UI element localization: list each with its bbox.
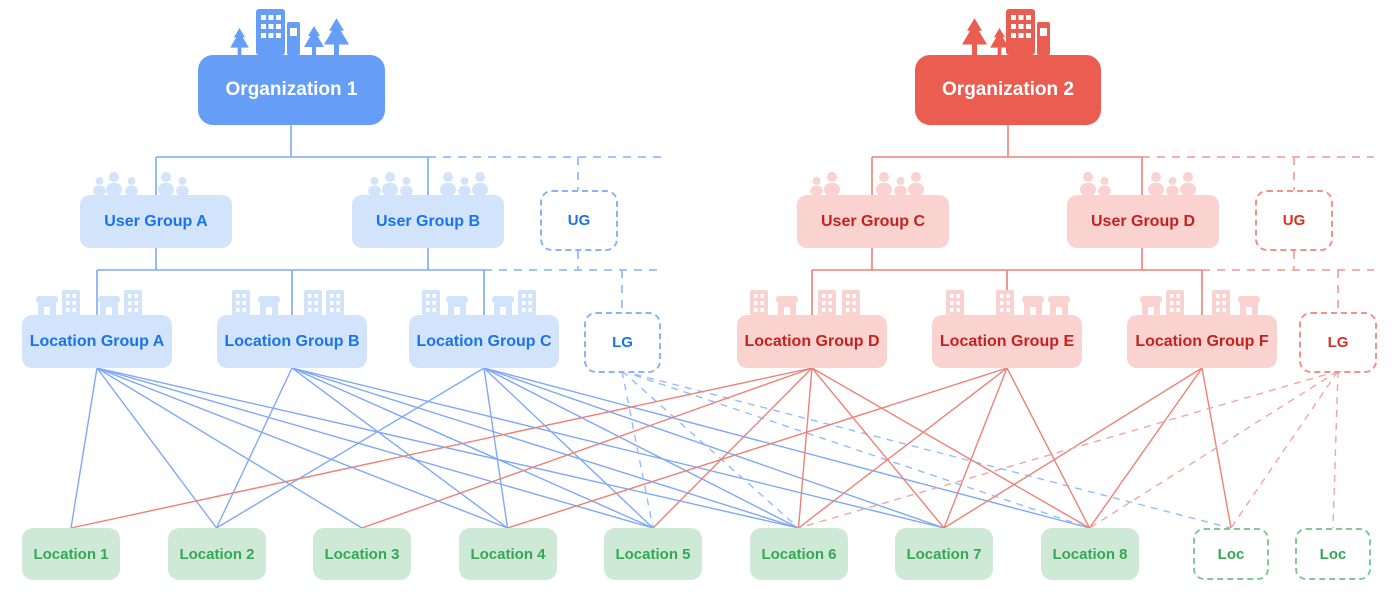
connection-lg_e-to-loc_4 xyxy=(507,367,1008,529)
connection-lg_d-to-loc_8 xyxy=(811,367,1090,529)
connection-lg_d-to-loc_5 xyxy=(652,367,813,529)
connection-lg_c-to-loc_7 xyxy=(483,367,945,529)
connection-lg_c-to-loc_8 xyxy=(483,367,1090,529)
user-group-d-box: User Group D xyxy=(1067,195,1219,248)
location-group-e-box: Location Group E xyxy=(932,315,1082,368)
connection-lg_d-to-loc_6 xyxy=(797,367,813,529)
org1-building-and-trees-icon xyxy=(230,9,349,56)
user-group-c-box: User Group C xyxy=(797,195,949,248)
location-group-d-box: Location Group D xyxy=(737,315,887,368)
location-placeholder-box-2: Loc xyxy=(1295,528,1371,580)
connection-lg_a-to-loc_5 xyxy=(96,367,654,529)
location-group-placeholder-blue-box: LG xyxy=(584,312,661,373)
location-8-box: Location 8 xyxy=(1041,528,1139,580)
location-group-placeholder-red-box: LG xyxy=(1299,312,1377,373)
connection-lg_f-to-loc_8 xyxy=(1088,367,1203,529)
organization-2-box: Organization 2 xyxy=(915,55,1101,125)
connection-lg_c-to-loc_2 xyxy=(216,367,485,529)
location-7-box: Location 7 xyxy=(895,528,993,580)
connection-lg_b-to-loc_6 xyxy=(291,367,799,529)
connection-lg_y-to-loc_x xyxy=(1230,370,1339,529)
location-group-b-storefront-icon xyxy=(232,290,344,316)
user-group-d-people-icon xyxy=(1080,172,1196,196)
location-1-box: Location 1 xyxy=(22,528,120,580)
connection-lg_y-to-loc_8 xyxy=(1089,370,1339,529)
connection-lg_b-to-loc_7 xyxy=(291,367,945,529)
connection-lg_d-to-loc_3 xyxy=(361,367,813,529)
connection-lg_x-to-loc_5 xyxy=(621,370,654,529)
connection-lg_x-to-loc_6 xyxy=(621,370,799,529)
connection-lg_e-to-loc_6 xyxy=(798,367,1008,529)
connection-lg_a-to-loc_6 xyxy=(96,367,799,529)
connection-lg_c-to-loc_4 xyxy=(483,367,509,529)
group-to-location-connections xyxy=(70,367,1339,529)
user-group-a-people-icon xyxy=(93,172,189,196)
connection-lg_y-to-loc_y xyxy=(1332,370,1339,529)
user-group-c-people-icon xyxy=(810,172,924,196)
user-group-a-box: User Group A xyxy=(80,195,232,248)
connection-lg_e-to-loc_8 xyxy=(1006,367,1091,529)
location-2-box: Location 2 xyxy=(168,528,266,580)
user-group-placeholder-red-box: UG xyxy=(1255,190,1333,251)
location-group-f-box: Location Group F xyxy=(1127,315,1277,368)
connection-lg_x-to-loc_8 xyxy=(621,370,1090,529)
location-4-box: Location 4 xyxy=(459,528,557,580)
connection-lg_e-to-loc_7 xyxy=(943,367,1008,529)
connection-lg_b-to-loc_2 xyxy=(215,367,293,529)
location-placeholder-box-1: Loc xyxy=(1193,528,1269,580)
connection-lg_a-to-loc_1 xyxy=(70,367,98,529)
connection-lg_c-to-loc_5 xyxy=(483,367,654,529)
location-group-e-storefront-icon xyxy=(946,290,1070,316)
user-group-b-box: User Group B xyxy=(352,195,504,248)
location-group-d-storefront-icon xyxy=(750,290,860,316)
connection-lg_x-to-loc_x xyxy=(621,370,1232,529)
connection-lg_b-to-loc_4 xyxy=(291,367,508,529)
location-group-a-storefront-icon xyxy=(36,290,142,316)
location-group-c-box: Location Group C xyxy=(409,315,559,368)
location-group-c-storefront-icon xyxy=(422,290,536,316)
connection-lg_d-to-loc_1 xyxy=(70,367,813,529)
organization-1-box: Organization 1 xyxy=(198,55,385,125)
location-group-f-storefront-icon xyxy=(1140,290,1260,316)
location-group-b-box: Location Group B xyxy=(217,315,367,368)
connection-lg_b-to-loc_5 xyxy=(291,367,654,529)
location-6-box: Location 6 xyxy=(750,528,848,580)
connection-lg_d-to-loc_7 xyxy=(811,367,945,529)
connection-lg_a-to-loc_3 xyxy=(96,367,363,529)
location-5-box: Location 5 xyxy=(604,528,702,580)
location-group-a-box: Location Group A xyxy=(22,315,172,368)
user-group-placeholder-blue-box: UG xyxy=(540,190,618,251)
org2-trees-and-building-icon xyxy=(962,9,1050,56)
connection-lg_c-to-loc_6 xyxy=(483,367,799,529)
connection-lg_y-to-loc_6 xyxy=(798,370,1339,529)
blue-tree-connectors xyxy=(96,125,662,315)
location-3-box: Location 3 xyxy=(313,528,411,580)
